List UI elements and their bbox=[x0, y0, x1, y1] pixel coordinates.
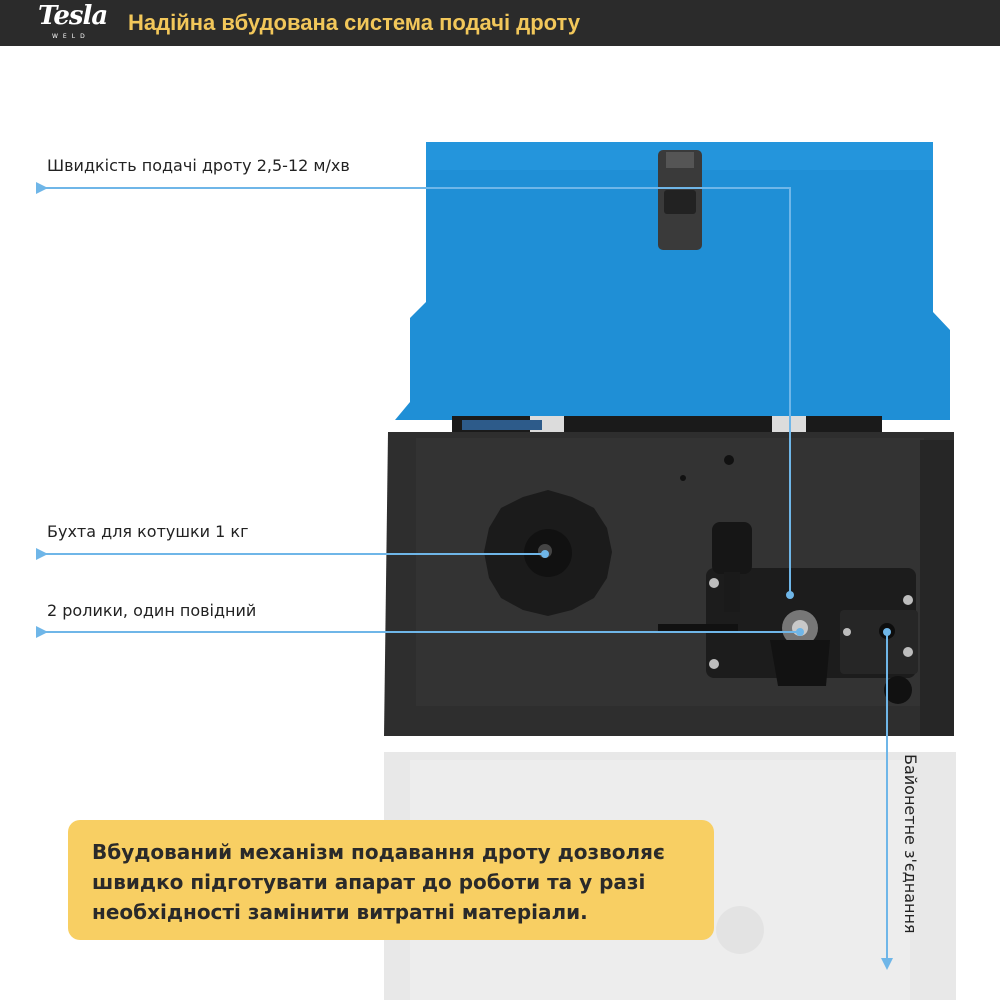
lid-latch bbox=[658, 150, 702, 250]
callout-rollers: 2 ролики, один повідний bbox=[47, 601, 257, 620]
callout-spool: Бухта для котушки 1 кг bbox=[47, 522, 249, 541]
callout-lines bbox=[40, 187, 888, 960]
info-card: Вбудований механізм подавання дроту дозв… bbox=[68, 820, 714, 940]
tesla-weld-logo: Tesla WELD bbox=[38, 1, 108, 44]
wire-feed-mechanism bbox=[658, 522, 918, 704]
logo-text: Tesla bbox=[38, 1, 108, 31]
logo-subtext: WELD bbox=[52, 33, 90, 40]
callout-feed-speed: Швидкість подачі дроту 2,5-12 м/хв bbox=[47, 156, 350, 175]
page-title: Надійна вбудована система подачі дроту bbox=[128, 10, 581, 35]
blue-lid bbox=[395, 142, 950, 420]
hinge bbox=[452, 416, 882, 432]
info-card-text: Вбудований механізм подавання дроту дозв… bbox=[92, 840, 665, 924]
callout-markers bbox=[36, 182, 893, 970]
callout-bayonet: Байонетне з'єднання bbox=[901, 754, 920, 934]
header-bar: Tesla WELD Надійна вбудована система под… bbox=[0, 0, 1000, 46]
